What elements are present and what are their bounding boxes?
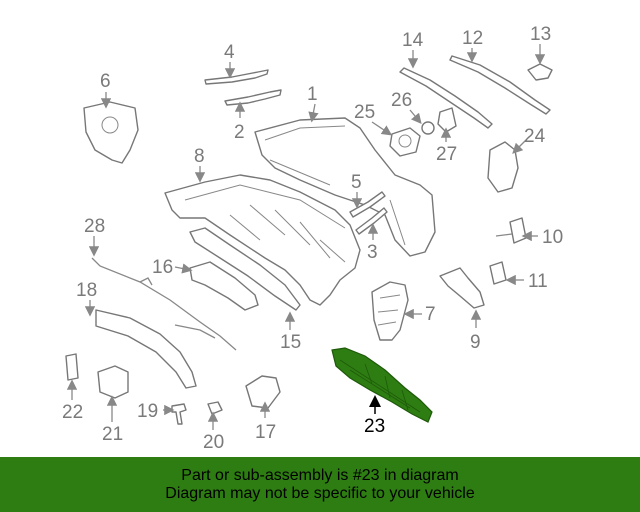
part-18-impact-bar[interactable] [95,309,197,389]
callout-20[interactable]: 20 [203,432,224,453]
part-2-molding[interactable] [224,89,282,106]
part-20-nut[interactable] [207,401,223,415]
callout-25[interactable]: 25 [354,102,375,123]
callout-3[interactable]: 3 [367,242,378,263]
part-19-bolt[interactable] [171,403,187,425]
callout-numbers: 1 2 3 4 5 6 7 8 9 10 11 12 13 14 15 16 1… [62,24,563,453]
part-24-sensor-bracket[interactable] [487,141,519,193]
callout-22[interactable]: 22 [62,402,83,423]
part-27-bracket[interactable] [437,107,457,133]
callout-19[interactable]: 19 [137,401,158,422]
part-14-strip[interactable] [399,67,493,129]
part-7-side-panel[interactable] [371,281,409,341]
part-28-wiring-harness[interactable] [91,257,237,351]
part-10-clip[interactable] [495,217,527,244]
part-12-strip[interactable] [449,55,551,115]
callout-26[interactable]: 26 [391,90,412,111]
part-13-clip[interactable] [527,63,553,81]
part-1-bumper-cover[interactable] [254,117,436,257]
callout-17[interactable]: 17 [255,422,276,443]
part-16-bracket[interactable] [189,261,259,311]
callout-8[interactable]: 8 [194,146,205,167]
part-23-energy-absorber[interactable] [331,347,433,423]
callout-13[interactable]: 13 [530,24,551,45]
callout-16[interactable]: 16 [152,257,173,278]
callout-6[interactable]: 6 [100,71,111,92]
part-17-cover[interactable] [245,375,281,409]
callout-7[interactable]: 7 [425,304,436,325]
callout-1[interactable]: 1 [307,84,318,105]
part-3-strip[interactable] [355,207,388,235]
notice-banner: Part or sub-assembly is #23 in diagram D… [0,457,640,512]
callout-27[interactable]: 27 [436,144,457,165]
part-22-pad[interactable] [65,353,79,381]
callout-18[interactable]: 18 [76,280,97,301]
callout-28[interactable]: 28 [84,216,105,237]
part-4-molding[interactable] [204,69,269,85]
callout-15[interactable]: 15 [280,332,301,353]
part-15-bracket[interactable] [189,227,301,311]
callout-11[interactable]: 11 [528,271,548,292]
callout-12[interactable]: 12 [462,28,483,49]
part-9-bracket[interactable] [439,267,485,309]
callout-4[interactable]: 4 [224,42,235,63]
part-21-bracket[interactable] [97,365,129,399]
part-11-clip[interactable] [489,261,507,285]
banner-line-2: Diagram may not be specific to your vehi… [165,484,475,502]
callout-23[interactable]: 23 [364,416,385,437]
part-8-lower-bumper[interactable] [164,174,361,306]
banner-line-1: Part or sub-assembly is #23 in diagram [181,466,459,484]
part-6-bracket[interactable] [83,101,139,164]
callout-5[interactable]: 5 [351,172,362,193]
exploded-parts-diagram: 1 2 3 4 5 6 7 8 9 10 11 12 13 14 15 16 1… [62,24,563,453]
leader-lines [66,44,546,430]
callout-10[interactable]: 10 [542,227,563,248]
part-26-ring[interactable] [421,121,435,135]
callout-9[interactable]: 9 [470,332,481,353]
part-25-sensor[interactable] [389,127,421,157]
callout-2[interactable]: 2 [234,122,245,143]
part-5-strip[interactable] [349,191,386,218]
callout-21[interactable]: 21 [102,424,123,445]
callout-14[interactable]: 14 [402,30,424,51]
callout-24[interactable]: 24 [524,126,546,147]
